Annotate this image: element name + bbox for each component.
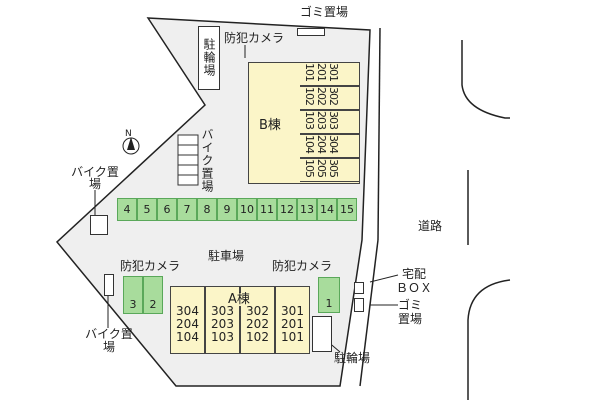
parking-spot-7: 7: [177, 198, 197, 221]
bike-area-left-bottom: [104, 274, 114, 296]
garbage-label-right: ゴミ置場: [398, 298, 423, 326]
north-label: N: [125, 129, 132, 139]
room-number: 103: [211, 330, 234, 344]
room-number: 103: [303, 111, 316, 129]
parking-spot-13: 13: [297, 198, 317, 221]
room-number: 102: [303, 87, 316, 105]
garbage-label-top: ゴミ置場: [300, 5, 349, 19]
delivery-box-label: 宅配: [402, 267, 427, 281]
building-b-name: B棟: [259, 118, 281, 133]
parking-spot-10: 10: [237, 198, 257, 221]
room-number: 104: [176, 330, 199, 344]
parking-spot-5: 5: [137, 198, 157, 221]
parking-spot-6: 6: [157, 198, 177, 221]
room-number: 101: [303, 63, 316, 81]
room-number: 303: [327, 111, 340, 129]
room-number: 304: [327, 135, 340, 153]
delivery-box: [354, 282, 364, 294]
parking-spot-4: 4: [117, 198, 137, 221]
camera-label-top: 防犯カメラ: [224, 31, 285, 45]
road-label: 道路: [418, 219, 443, 233]
room-number: 304: [176, 304, 199, 318]
room-number: 205: [315, 159, 328, 177]
parking-spot-2: 2: [143, 276, 163, 314]
parking-spot-9: 9: [217, 198, 237, 221]
room-number: 105: [303, 159, 316, 177]
bike-label-left-bottom: バイク置場: [85, 327, 133, 354]
parking-spot-1: 1: [318, 277, 340, 313]
parking-spot-11: 11: [257, 198, 277, 221]
camera-label-right: 防犯カメラ: [272, 259, 333, 273]
garbage-area-right: [354, 298, 364, 312]
parking-spot-15: 15: [337, 198, 357, 221]
room-number: 302: [327, 87, 340, 105]
room-number: 204: [176, 317, 199, 331]
room-number: 303: [211, 304, 234, 318]
room-number: 202: [315, 87, 328, 105]
room-number: 201: [281, 317, 304, 331]
room-number: 305: [327, 159, 340, 177]
room-number: 203: [315, 111, 328, 129]
room-number: 203: [211, 317, 234, 331]
bike-area-left-top: [90, 215, 108, 235]
parking-spot-14: 14: [317, 198, 337, 221]
delivery-box-label-2: ＢＯＸ: [396, 281, 433, 295]
room-number: 204: [315, 135, 328, 153]
bicycle-area-top: [198, 26, 220, 90]
building-a-name: A棟: [228, 292, 250, 307]
garbage-area-top: [297, 28, 325, 36]
room-number: 302: [246, 304, 269, 318]
room-number: 102: [246, 330, 269, 344]
bicycle-area-bottom: [312, 316, 332, 352]
parking-label: 駐車場: [208, 249, 245, 263]
room-number: 104: [303, 135, 316, 153]
parking-spot-12: 12: [277, 198, 297, 221]
room-number: 202: [246, 317, 269, 331]
room-number: 301: [281, 304, 304, 318]
bicycle-label-top: 駐輪場: [202, 38, 216, 77]
room-number: 101: [281, 330, 304, 344]
parking-spot-3: 3: [123, 276, 143, 314]
room-number: 301: [327, 63, 340, 81]
room-number: 201: [315, 63, 328, 81]
bike-label-left-top: バイク置場: [71, 165, 119, 191]
bicycle-label-bottom: 駐輪場: [334, 351, 371, 365]
camera-label-left: 防犯カメラ: [120, 259, 181, 273]
bike-label-mid: バイク置場: [200, 128, 214, 193]
parking-spot-8: 8: [197, 198, 217, 221]
